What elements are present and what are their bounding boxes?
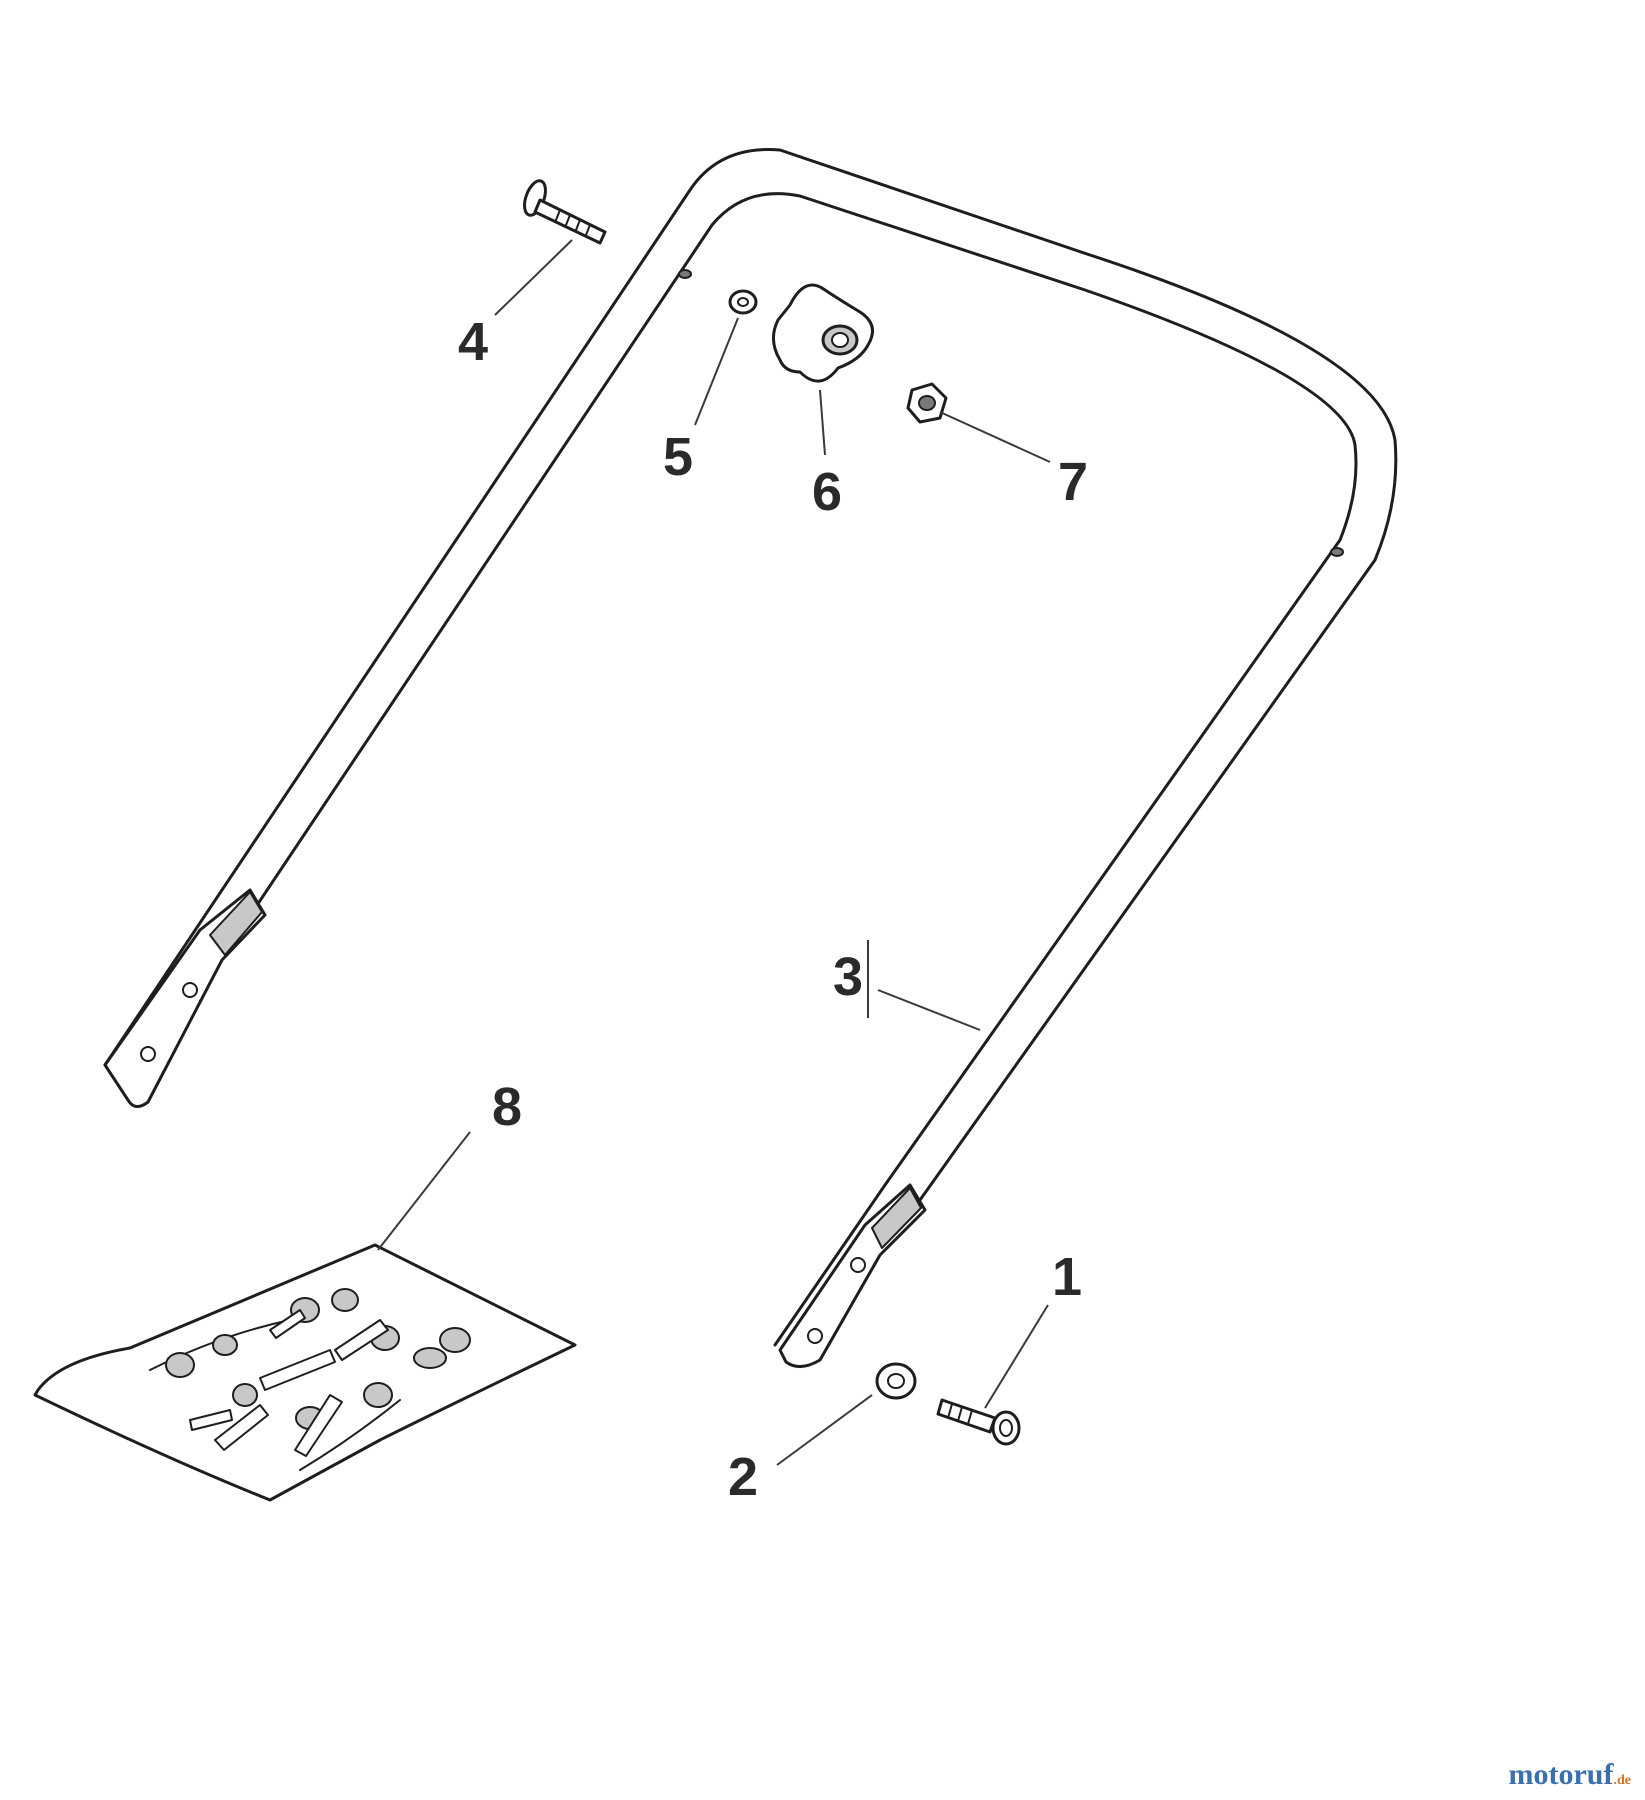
watermark-suffix: .de bbox=[1613, 1773, 1632, 1788]
part-number-8: 8 bbox=[492, 1077, 522, 1137]
part-labels: 4 5 6 7 3 8 1 2 bbox=[458, 312, 1088, 1507]
hardware-bag bbox=[33, 1243, 577, 1502]
leader-line-4 bbox=[494, 239, 573, 316]
leader-line-5 bbox=[694, 317, 739, 426]
leader-line-3 bbox=[877, 989, 981, 1031]
leader-line-8 bbox=[377, 1131, 471, 1251]
leader-line-2 bbox=[776, 1394, 873, 1466]
part-number-1: 1 bbox=[1052, 1247, 1082, 1307]
bag-contents bbox=[165, 1288, 471, 1457]
washer-large bbox=[875, 1362, 917, 1400]
watermark-logo: motoruf.de bbox=[1509, 1758, 1631, 1792]
star-knob bbox=[772, 283, 874, 383]
part-number-4: 4 bbox=[458, 312, 488, 372]
part-number-7: 7 bbox=[1058, 452, 1088, 512]
leader-line-7 bbox=[939, 411, 1051, 463]
hex-bolt bbox=[936, 1398, 1021, 1446]
part-number-2: 2 bbox=[728, 1447, 758, 1507]
handle-tube bbox=[103, 148, 1398, 1368]
part-number-6: 6 bbox=[812, 462, 842, 522]
part-number-3: 3 bbox=[833, 947, 863, 1007]
washer-small bbox=[728, 289, 758, 315]
carriage-bolt bbox=[523, 179, 607, 245]
part-number-5: 5 bbox=[663, 427, 693, 487]
leader-line-1 bbox=[984, 1304, 1049, 1409]
watermark-text: motoruf bbox=[1508, 1758, 1614, 1791]
leader-line-6 bbox=[819, 389, 826, 456]
hex-nut bbox=[906, 382, 948, 424]
leader-lines bbox=[377, 239, 1051, 1466]
